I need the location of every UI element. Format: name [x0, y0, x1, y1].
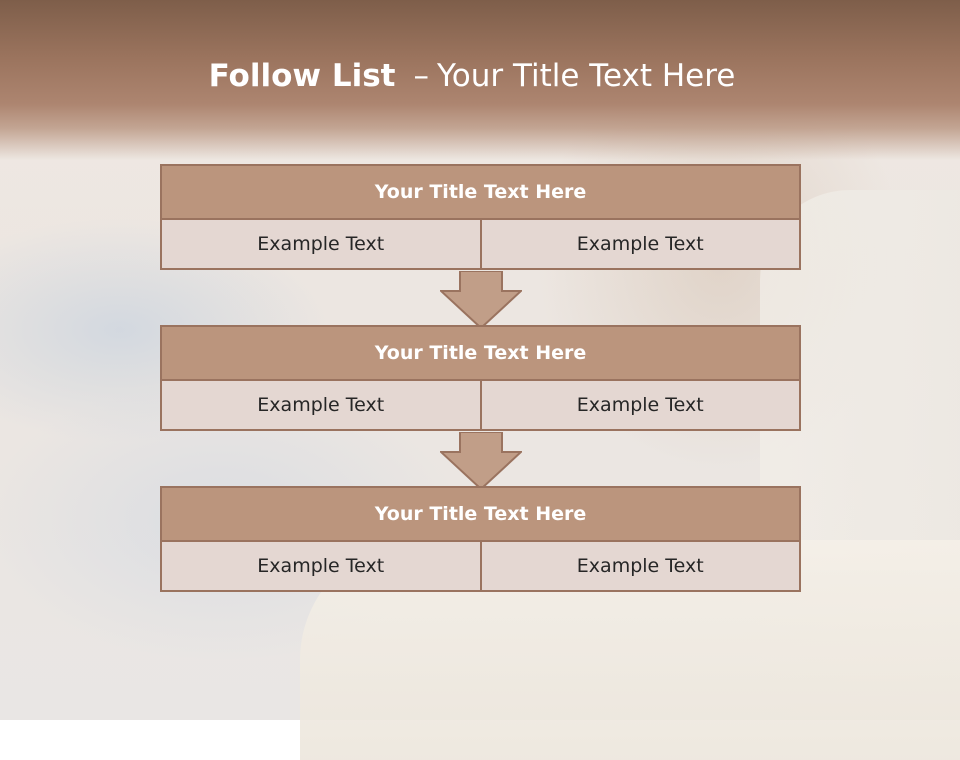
block-cell-left: Example Text	[160, 220, 482, 270]
header-band	[0, 0, 960, 160]
list-block-3: Your Title Text Here Example Text Exampl…	[160, 486, 801, 592]
list-block-1: Your Title Text Here Example Text Exampl…	[160, 164, 801, 270]
list-block-2: Your Title Text Here Example Text Exampl…	[160, 325, 801, 431]
slide-title-separator: –	[413, 58, 429, 94]
block-title: Your Title Text Here	[160, 486, 801, 542]
block-cell-right: Example Text	[481, 542, 801, 592]
block-cell-left: Example Text	[160, 381, 482, 431]
down-arrow-icon	[440, 432, 522, 490]
block-cell-right: Example Text	[481, 220, 801, 270]
slide-title-bold: Follow List	[208, 58, 396, 94]
block-row: Example Text Example Text	[160, 381, 801, 431]
block-row: Example Text Example Text	[160, 542, 801, 592]
block-title: Your Title Text Here	[160, 164, 801, 220]
down-arrow-icon	[440, 271, 522, 329]
block-title: Your Title Text Here	[160, 325, 801, 381]
block-cell-right: Example Text	[481, 381, 801, 431]
block-cell-left: Example Text	[160, 542, 482, 592]
slide-title-rest: Your Title Text Here	[436, 58, 736, 94]
block-row: Example Text Example Text	[160, 220, 801, 270]
slide-title: Follow List–Your Title Text Here	[0, 56, 944, 96]
